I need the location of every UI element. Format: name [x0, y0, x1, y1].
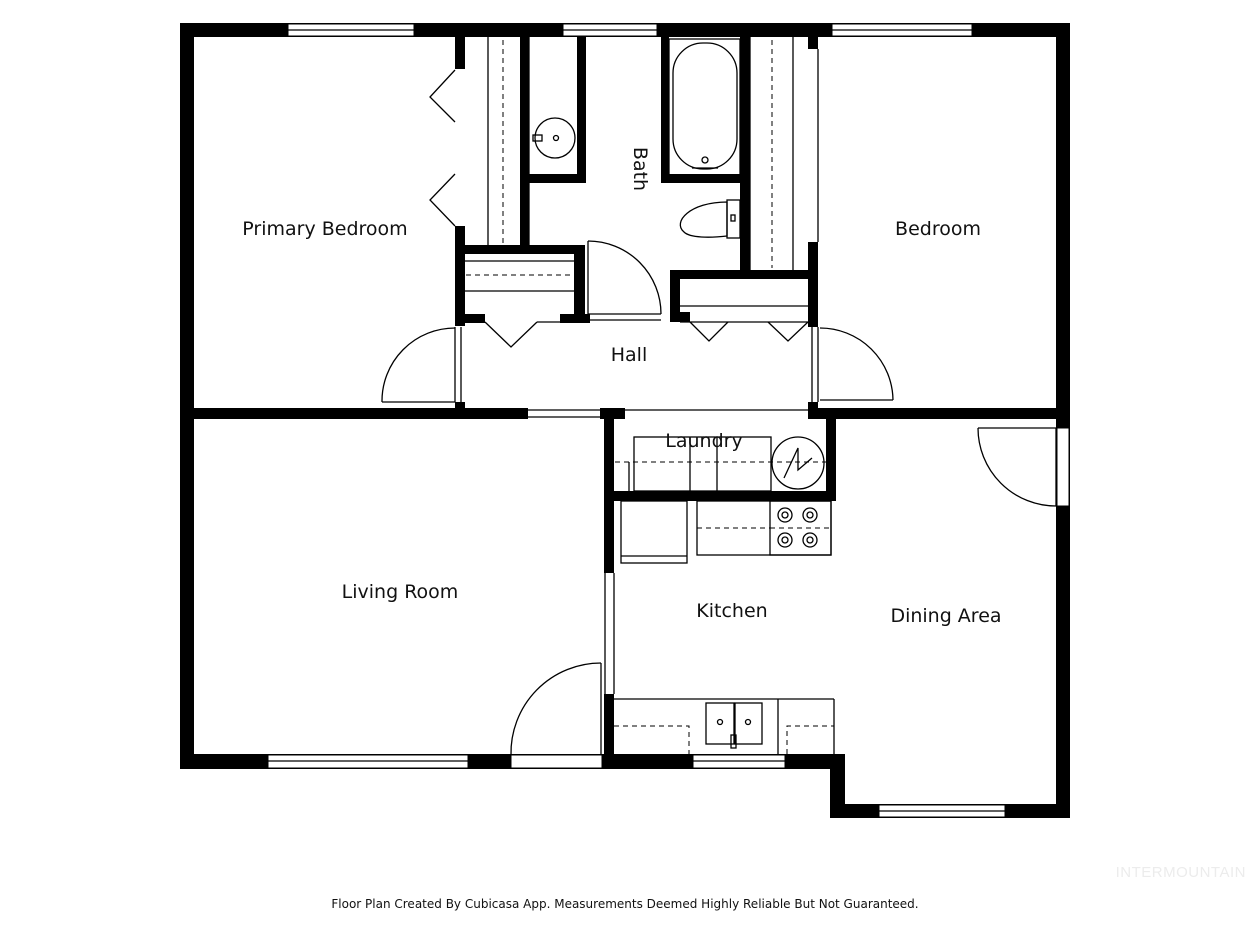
watermark-text: INTERMOUNTAIN [1115, 864, 1246, 881]
footer-disclaimer: Floor Plan Created By Cubicasa App. Meas… [331, 897, 919, 911]
doors [381, 327, 1070, 769]
interior-walls [180, 37, 1070, 769]
label-primary-bedroom: Primary Bedroom [242, 218, 407, 240]
windows [267, 23, 1006, 818]
label-kitchen: Kitchen [696, 600, 767, 622]
kitchen-fixtures [614, 500, 835, 754]
label-living-room: Living Room [342, 581, 459, 603]
label-laundry: Laundry [665, 430, 742, 452]
label-bath: Bath [629, 147, 651, 191]
primary-closets [429, 37, 575, 348]
bedroom-closets [680, 37, 819, 342]
label-hall: Hall [611, 344, 648, 366]
room-labels: Primary Bedroom Bath Bedroom Hall Laundr… [242, 147, 1001, 627]
label-bedroom: Bedroom [895, 218, 981, 240]
laundry-fixtures [615, 436, 826, 492]
label-dining-area: Dining Area [890, 605, 1001, 627]
bath-fixtures [528, 37, 741, 322]
